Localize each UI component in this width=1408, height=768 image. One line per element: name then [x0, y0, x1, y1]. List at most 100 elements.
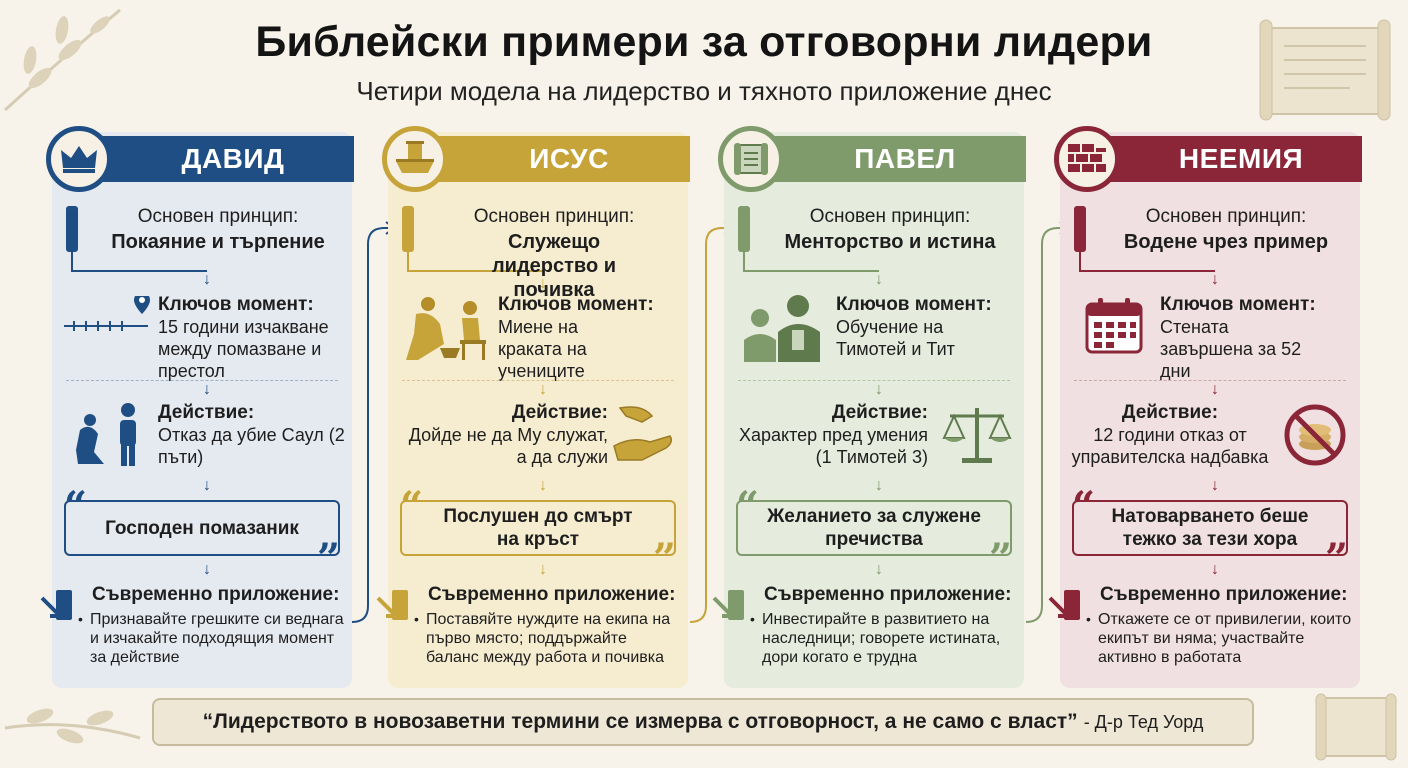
connector-bar	[66, 206, 78, 252]
kneeling-figures-icon	[76, 403, 136, 466]
action: Действие: Характер пред умения (1 Тимоте…	[738, 402, 928, 468]
connector-line	[407, 250, 409, 272]
page-title: Библейски примери за отговорни лидери	[255, 18, 1153, 66]
arrow-down-right-icon	[376, 590, 408, 620]
column-header: ИСУС	[402, 136, 690, 182]
down-arrow-icon: ↓	[875, 271, 883, 288]
crown-emblem	[46, 126, 112, 192]
key-moment-text: 15 години изчакване между помазване и пр…	[158, 317, 329, 381]
column-name: ДАВИД	[181, 143, 285, 174]
action-label: Действие:	[511, 402, 608, 423]
principle-label: Основен принцип:	[809, 206, 971, 227]
brick-wall-icon	[1068, 144, 1106, 172]
connector-bar	[1074, 206, 1086, 252]
modern-text: Признавайте грешките си веднага и изчака…	[90, 611, 344, 666]
open-quote-icon: “	[1072, 483, 1096, 530]
principle-value: Покаяние и търпение	[111, 231, 325, 253]
timeline-icon	[64, 296, 150, 331]
column-nehemiah: НЕЕМИЯ Основен принцип: Водене чрез прим…	[1048, 126, 1362, 688]
olive-branch-icon	[3, 8, 121, 112]
open-quote-icon: “	[64, 483, 88, 530]
quote-text: Послушен до смърт на кръст	[443, 506, 633, 550]
scroll-icon	[734, 143, 768, 175]
down-arrow-icon: ↓	[1211, 271, 1219, 288]
wall-emblem	[1054, 126, 1120, 192]
action-text: Характер пред умения (1 Тимотей 3)	[739, 425, 928, 467]
close-quote-icon: ”	[988, 535, 1012, 582]
footer-author: - Д-р Тед Уорд	[1083, 711, 1204, 732]
key-moment-text: Обучение на Тимотей и Тит	[836, 317, 955, 359]
action: Действие: Дойде не да Му служат, а да сл…	[408, 402, 608, 468]
down-arrow-icon: ↓	[1211, 561, 1219, 578]
connector-line	[743, 250, 745, 272]
connector-line	[1079, 270, 1215, 272]
down-arrow-icon: ↓	[1211, 477, 1219, 494]
close-quote-icon: ”	[652, 535, 676, 582]
down-arrow-icon: ↓	[875, 381, 883, 398]
section-divider	[738, 380, 1010, 381]
foot-washing-icon	[406, 297, 486, 360]
principle-label: Основен принцип:	[473, 206, 635, 227]
scripture-quote: Желанието за служене пречиства	[736, 500, 1012, 556]
close-quote-icon: ”	[1324, 535, 1348, 582]
connector-bar	[738, 206, 750, 252]
calendar-icon	[1085, 298, 1143, 354]
principle-block: Основен принцип: Менторство и истина	[764, 206, 1016, 254]
principle-block: Основен принцип: Служещо лидерство и поч…	[428, 206, 680, 302]
action-label: Действие:	[1121, 402, 1219, 423]
quote-text: Натоварването беше тежко за тези хора	[1111, 506, 1309, 550]
principle-value: Менторство и истина	[784, 231, 996, 253]
modern-text: Инвестирайте в развитието на наследници;…	[762, 611, 1001, 666]
principle-block: Основен принцип: Водене чрез пример	[1100, 206, 1352, 254]
down-arrow-icon: ↓	[203, 561, 211, 578]
scroll-emblem	[718, 126, 784, 192]
action-label: Действие:	[158, 402, 255, 423]
down-arrow-icon: ↓	[539, 477, 547, 494]
down-arrow-icon: ↓	[875, 561, 883, 578]
key-moment: Ключов момент: Стената завършена за 52 д…	[1160, 294, 1354, 382]
down-arrow-icon: ↓	[539, 381, 547, 398]
open-quote-icon: “	[736, 483, 760, 530]
bullet-icon: •	[414, 611, 419, 627]
column-header: НЕЕМИЯ	[1074, 136, 1362, 182]
key-moment-text: Миене на краката на учениците	[498, 317, 587, 381]
open-quote-icon: “	[400, 483, 424, 530]
connector-line	[1079, 250, 1081, 272]
key-moment-text: Стената завършена за 52 дни	[1160, 317, 1302, 381]
column-header: ДАВИД	[66, 136, 354, 182]
olive-branch-icon	[4, 708, 141, 744]
modern-label: Съвременно приложение:	[1100, 584, 1348, 605]
giving-hands-icon	[613, 406, 673, 461]
modern-text: Поставяйте нуждите на екипа на първо мяс…	[426, 611, 671, 666]
principle-label: Основен принцип:	[137, 206, 299, 227]
column-name: ИСУС	[529, 143, 609, 174]
modern-body: •Признавайте грешките си веднага и изчак…	[78, 610, 346, 667]
modern-body: • Поставяйте нуждите на екипа на първо мя…	[414, 610, 682, 667]
connector-bar	[402, 206, 414, 252]
mentor-student-icon	[744, 295, 820, 362]
arrow-down-right-icon	[1048, 590, 1080, 620]
column-jesus: ИСУС Основен принцип: Служещо лидерство …	[376, 126, 690, 688]
down-arrow-icon: ↓	[539, 275, 547, 292]
section-divider	[66, 380, 338, 381]
scripture-quote: Послушен до смърт на кръст	[400, 500, 676, 556]
key-moment-label: Ключов момент:	[498, 294, 654, 315]
scroll-decoration-icon	[1315, 693, 1397, 761]
action-label: Действие:	[831, 402, 928, 423]
quote-text: Господен помазаник	[105, 517, 299, 539]
key-moment: Ключов момент: Обучение на Тимотей и Тит	[836, 294, 1018, 360]
connector-line	[71, 270, 207, 272]
connector-line	[743, 270, 879, 272]
section-divider	[402, 380, 674, 381]
basin-towel-icon	[396, 141, 434, 173]
arrow-down-right-icon	[40, 590, 72, 620]
principle-value: Служещо лидерство и почивка	[491, 231, 617, 301]
key-moment: Ключов момент: Миене на краката на учени…	[498, 294, 682, 382]
arrow-down-right-icon	[712, 590, 744, 620]
scales-icon	[942, 408, 1012, 463]
scripture-quote: Натоварването беше тежко за тези хора	[1072, 500, 1348, 556]
column-paul: ПАВЕЛ Основен принцип: Менторство и исти…	[712, 126, 1026, 688]
basin-emblem	[382, 126, 448, 192]
scroll-decoration-icon	[1259, 19, 1391, 121]
footer-quote-text: “Лидерството в новозаветни термини се из…	[202, 710, 1078, 733]
